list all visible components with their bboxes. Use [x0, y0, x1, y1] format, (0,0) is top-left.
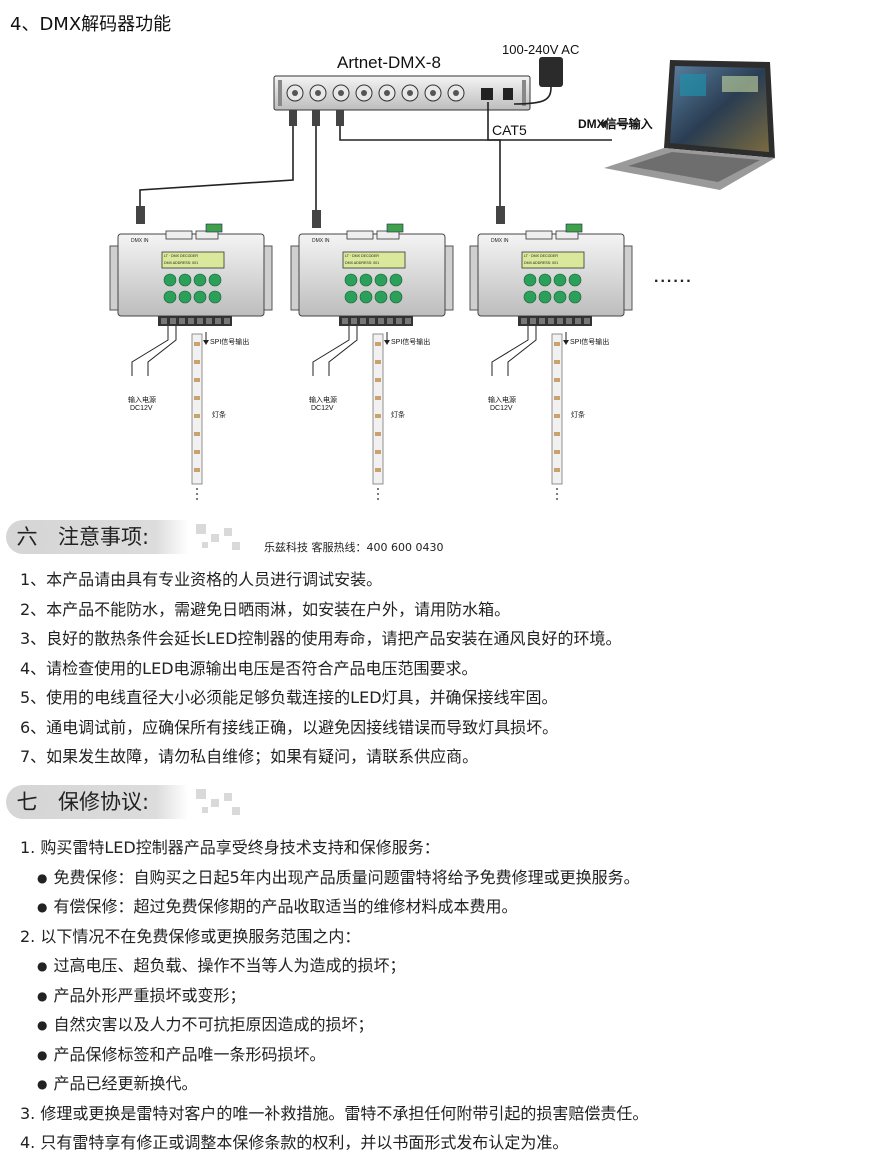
decoder-1-strip-label: 灯条 — [212, 410, 226, 419]
decoder-1-lcd-line1: LT · DMX DECODER — [164, 254, 198, 258]
decoder-2-lcd-line2: DMX ADDRESS: 001 — [345, 261, 379, 265]
warranty-subitem: 自然灾害以及人力不可抗拒原因造成的损坏； — [20, 1010, 648, 1040]
decoder-1-voltage-label: DC12V — [130, 405, 153, 412]
decoder-2-power-label: 输入电源 — [309, 395, 337, 404]
decoder-1-power-label: 输入电源 — [128, 395, 156, 404]
customer-hotline: 乐兹科技 客服热线：400 600 0430 — [264, 541, 444, 554]
decoder-2-voltage-label: DC12V — [311, 405, 334, 412]
precaution-item: 4、请检查使用的LED电源输出电压是否符合产品电压范围要求。 — [20, 658, 478, 678]
section-7-number: 七 — [6, 785, 48, 819]
section-6-header: 六 注意事项: — [6, 520, 306, 554]
warranty-subitem: 产品已经更新换代。 — [20, 1069, 648, 1099]
artnet-device-label: Artnet-DMX-8 — [337, 53, 441, 72]
decoder-2-lcd-line1: LT · DMX DECODER — [345, 254, 379, 258]
warranty-item: 1. 购买雷特LED控制器产品享受终身技术支持和保修服务： — [20, 838, 440, 857]
dmx-wiring-diagram: Artnet-DMX-8 100-240V AC CAT5 DMX信号输入 DM… — [109, 42, 775, 501]
decoder-3-dmx-in: DMX IN — [491, 238, 509, 244]
decoder-3-power-label: 输入电源 — [488, 395, 516, 404]
decoder-3-voltage-label: DC12V — [490, 405, 513, 412]
section-7-title: 保修协议: — [58, 790, 150, 814]
warranty-item: 2. 以下情况不在免费保修或更换服务范围之内： — [20, 926, 361, 946]
decoder-3-lcd-line2: DMX ADDRESS: 001 — [524, 261, 558, 265]
laptop-icon — [604, 60, 775, 190]
warranty-item: 4. 只有雷特享有修正或调整本保修条款的权利，并以书面形式发布认定为准。 — [20, 1133, 569, 1152]
warranty-subitem: 过高电压、超负载、操作不当等人为造成的损坏； — [20, 951, 648, 981]
warranty-subitem: 免费保修：自购买之日起5年内出现产品质量问题雷特将给予免费修理或更换服务。 — [20, 863, 648, 893]
cat5-label: CAT5 — [492, 122, 527, 138]
section-6-title: 注意事项: — [58, 525, 150, 549]
more-decoders-ellipsis: ...... — [654, 269, 693, 286]
warranty-subitem: 产品保修标签和产品唯一条形码损坏。 — [20, 1040, 648, 1070]
warranty-subitem: 产品外形严重损坏或变形； — [20, 981, 648, 1011]
precaution-item: 1、本产品请由具有专业资格的人员进行调试安装。 — [20, 570, 383, 589]
power-supply-label: 100-240V AC — [502, 42, 579, 57]
precaution-item: 3、良好的散热条件会延长LED控制器的使用寿命，请把产品安装在通风良好的环境。 — [20, 629, 622, 648]
precaution-item: 2、本产品不能防水，需避免日晒雨淋，如安装在户外，请用防水箱。 — [20, 599, 511, 619]
precaution-item: 5、使用的电线直径大小必须能足够负载连接的LED灯具，并确保接线牢固。 — [20, 688, 558, 707]
decoder-3-lcd-line1: LT · DMX DECODER — [524, 254, 558, 258]
warranty-subitem: 有偿保修：超过免费保修期的产品收取适当的维修材料成本费用。 — [20, 892, 648, 922]
decoder-1-lcd-line2: DMX ADDRESS: 001 — [164, 261, 198, 265]
decoder-2-dmx-in: DMX IN — [312, 238, 330, 244]
decoder-3-spi-label: SPI信号输出 — [570, 337, 609, 346]
precaution-item: 6、通电调试前，应确保所有接线正确，以避免因接线错误而导致灯具损坏。 — [20, 717, 559, 737]
decoder-2-strip-label: 灯条 — [391, 410, 405, 419]
section-7-header: 七 保修协议: — [6, 785, 306, 819]
precautions-list: 1、本产品请由具有专业资格的人员进行调试安装。 2、本产品不能防水，需避免日晒雨… — [20, 565, 622, 772]
section-6-number: 六 — [6, 520, 48, 554]
decoder-1-dmx-in: DMX IN — [131, 238, 149, 244]
warranty-list: 1. 购买雷特LED控制器产品享受终身技术支持和保修服务： 免费保修：自购买之日… — [20, 833, 648, 1158]
precaution-item: 7、如果发生故障，请勿私自维修；如果有疑问，请联系供应商。 — [20, 747, 479, 766]
decoder-1-spi-label: SPI信号输出 — [210, 337, 249, 346]
warranty-item: 3. 修理或更换是雷特对客户的唯一补救措施。雷特不承担任何附带引起的损害赔偿责任… — [20, 1103, 649, 1123]
decoder-2-spi-label: SPI信号输出 — [391, 337, 430, 346]
diagram-heading: 4、DMX解码器功能 — [10, 14, 172, 35]
decoder-3-strip-label: 灯条 — [571, 410, 585, 419]
